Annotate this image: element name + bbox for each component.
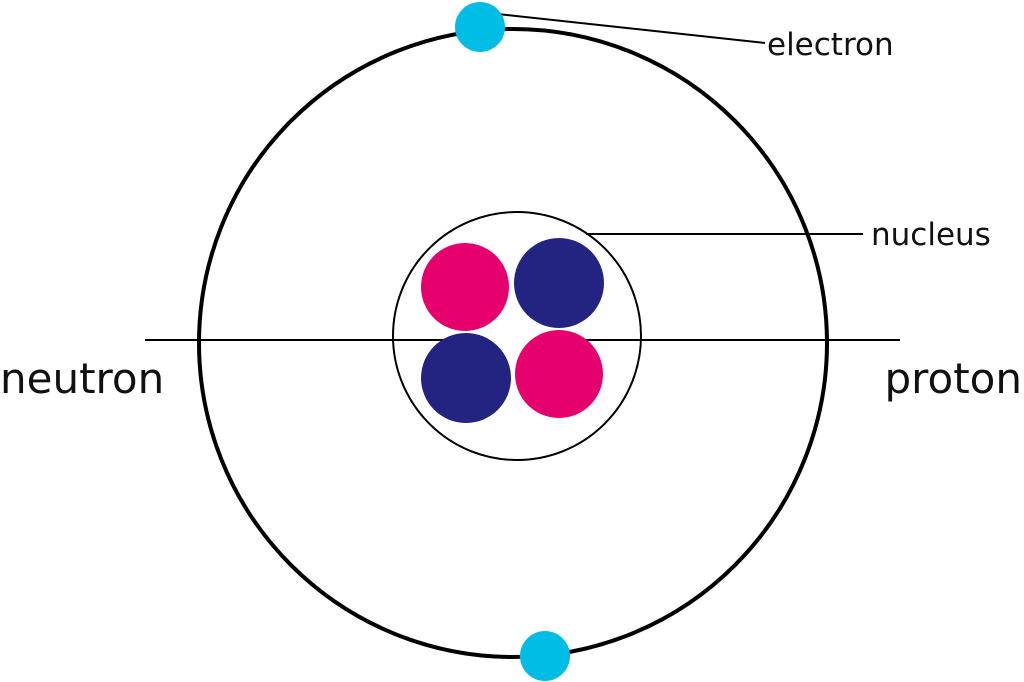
nucleus-label: nucleus — [871, 217, 991, 253]
proton-particle — [515, 330, 603, 418]
proton-particle — [421, 243, 509, 331]
proton-label: proton — [885, 354, 1022, 403]
electron-orbit — [197, 27, 829, 659]
electron-leader-line — [497, 13, 766, 44]
neutron-label: neutron — [0, 354, 164, 403]
electron-particle — [455, 2, 505, 52]
neutron-particle — [421, 333, 511, 423]
nucleus-boundary — [392, 211, 642, 461]
neutron-particle — [514, 238, 604, 328]
electron-label: electron — [767, 27, 894, 63]
electron-particle — [520, 631, 570, 681]
